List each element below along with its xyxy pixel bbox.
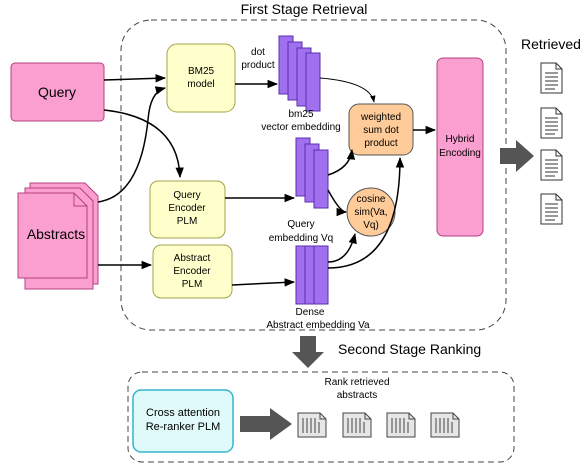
ranked-doc-4 xyxy=(430,412,460,438)
ranked-doc-2 xyxy=(342,412,372,438)
arrow-abstractemb-cosine xyxy=(327,232,357,263)
abstract-encoder-line1: Abstract xyxy=(174,253,211,264)
abstract-encoder-line2: Encoder xyxy=(173,266,211,277)
weighted-sum-line3: product xyxy=(364,138,398,149)
first-stage-title: First Stage Retrieval xyxy=(241,1,368,17)
cross-attention-node xyxy=(132,389,234,453)
retrieved-doc-1 xyxy=(540,62,563,94)
retrieved-doc-3 xyxy=(540,149,563,181)
hybrid-to-retrieved-arrow xyxy=(500,140,534,172)
cosine-sim-line2: sim(Va, xyxy=(354,207,387,218)
query-label: Query xyxy=(38,84,76,100)
arrow-abstractemb-weighted xyxy=(327,156,405,269)
abstract-encoder-line3: PLM xyxy=(182,279,203,290)
dot-product-line2: product xyxy=(241,60,275,71)
second-stage-title: Second Stage Ranking xyxy=(338,341,481,357)
query-encoder-node xyxy=(149,180,226,239)
cross-attention-line2: Re-ranker PLM xyxy=(146,421,221,433)
dot-product-line1: dot xyxy=(251,47,265,58)
bm25-vector-line1: bm25 xyxy=(288,109,313,120)
bm25-model-line1: BM25 xyxy=(188,66,215,77)
bm25-vector-embedding xyxy=(278,35,321,112)
query-encoder-line2: Encoder xyxy=(168,203,206,214)
arrow-bm25vec-weighted xyxy=(319,77,376,103)
arrow-abstracts-bm25 xyxy=(97,86,167,203)
abstract-encoder-node xyxy=(152,244,233,299)
hybrid-encoding-line1: Hybrid xyxy=(446,134,475,145)
weighted-sum-line1: weighted xyxy=(360,112,401,123)
retrieved-doc-2 xyxy=(540,107,563,139)
arrow-query-queryencoder xyxy=(103,109,184,179)
abstract-embedding-stack xyxy=(295,245,329,305)
retrieved-title: Retrieved xyxy=(521,36,581,52)
bm25-model-node xyxy=(166,43,236,113)
query-embedding-line2: embedding Vq xyxy=(269,233,334,244)
bm25-vector-line2: vector embedding xyxy=(261,122,341,133)
abstract-embedding-line2: Abstract embedding Va xyxy=(266,320,370,331)
hybrid-encoding-node xyxy=(436,57,484,237)
ranked-doc-1 xyxy=(297,412,327,438)
query-encoder-line3: PLM xyxy=(177,216,198,227)
first-stage-frame xyxy=(120,19,507,331)
cosine-sim-line3: Vq) xyxy=(363,220,379,231)
rank-retrieved-line1: Rank retrieved xyxy=(324,377,389,388)
cosine-sim-line1: cosine xyxy=(357,194,386,205)
abstract-embedding-line1: Dense xyxy=(296,307,325,318)
arrow-queryemb-cosine xyxy=(327,189,348,217)
stage-transition-arrow xyxy=(292,336,324,368)
query-node xyxy=(10,62,105,122)
bm25-model-line2: model xyxy=(187,79,214,90)
query-encoder-line1: Query xyxy=(173,190,200,201)
abstracts-label: Abstracts xyxy=(27,226,85,242)
arrow-abstractencoder-embedding xyxy=(231,278,296,287)
rank-retrieved-line2: abstracts xyxy=(337,390,378,401)
second-stage-frame xyxy=(127,371,515,463)
arrow-queryemb-weighted xyxy=(327,148,356,176)
ranked-doc-3 xyxy=(386,412,416,438)
query-embedding-line1: Query xyxy=(287,219,314,230)
query-embedding-stack xyxy=(295,137,329,209)
weighted-sum-line2: sum dot xyxy=(363,125,399,136)
retrieved-doc-4 xyxy=(540,193,563,225)
hybrid-encoding-line2: Encoding xyxy=(439,148,481,159)
cross-attention-line1: Cross attention xyxy=(146,407,220,419)
arrow-query-bm25 xyxy=(103,74,167,83)
abstracts-node xyxy=(17,182,99,290)
reranker-to-docs-arrow xyxy=(240,408,292,440)
